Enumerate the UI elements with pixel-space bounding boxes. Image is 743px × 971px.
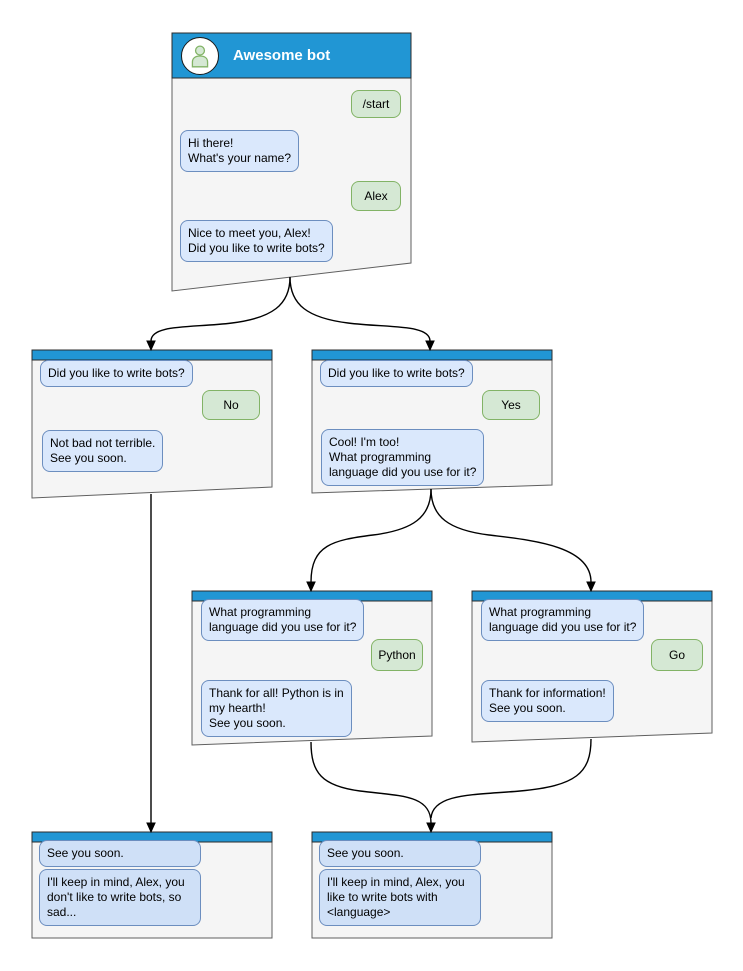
window-branch-no-header bbox=[31, 349, 273, 361]
window-go-header bbox=[471, 590, 713, 602]
edge-go-to-end-yes bbox=[430, 738, 592, 819]
edge-branch-yes-to-go bbox=[430, 488, 596, 593]
edge-branch-yes-to-python bbox=[306, 488, 432, 593]
window-end-yes-frame bbox=[311, 831, 553, 939]
window-end-no-frame bbox=[31, 831, 273, 939]
edge-start-to-branch-no bbox=[146, 276, 291, 352]
window-start-header bbox=[171, 32, 412, 79]
edge-python-to-end-yes bbox=[310, 741, 436, 834]
window-branch-yes-header bbox=[311, 349, 553, 361]
window-end-no-header bbox=[31, 831, 273, 843]
window-branch-yes-frame bbox=[311, 349, 553, 494]
window-end-yes-header bbox=[311, 831, 553, 843]
window-go-frame bbox=[471, 590, 713, 743]
window-python-frame bbox=[191, 590, 433, 746]
window-python-header bbox=[191, 590, 433, 602]
window-branch-no-frame bbox=[31, 349, 273, 499]
edge-start-to-branch-yes bbox=[289, 276, 435, 352]
